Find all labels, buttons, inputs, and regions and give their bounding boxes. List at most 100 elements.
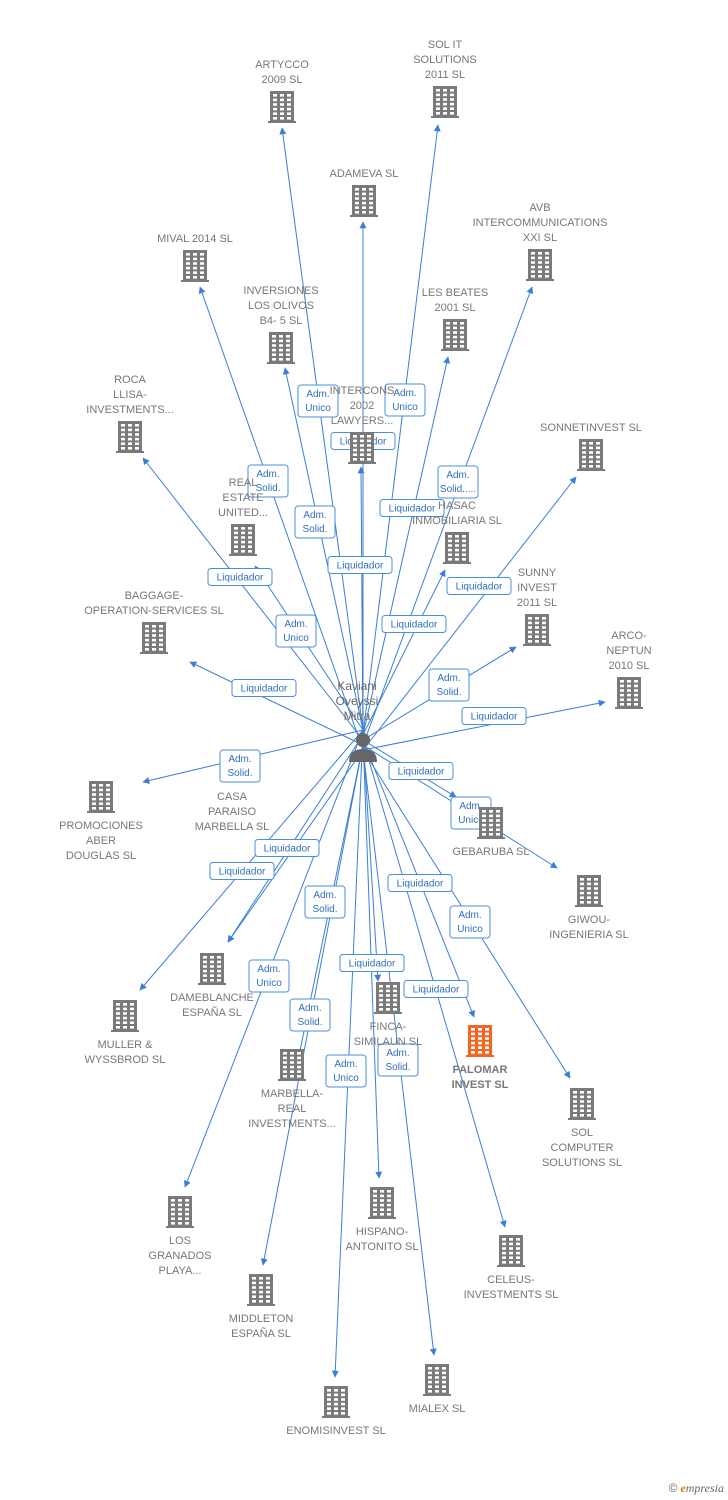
- building-icon: [348, 432, 376, 464]
- company-node-celeus[interactable]: CELEUS-INVESTMENTS SL: [464, 1235, 559, 1301]
- edge-label-text: Adm.: [334, 1059, 357, 1070]
- edge-artycco: [279, 127, 364, 731]
- company-node-adameva[interactable]: ADAMEVA SL: [330, 168, 399, 217]
- company-node-sonnet[interactable]: SONNETINVEST SL: [540, 422, 642, 471]
- company-node-intercons[interactable]: INTERCONS2002LAWYERS...: [330, 385, 395, 464]
- company-label: INMOBILIARIA SL: [412, 515, 502, 527]
- company-node-baggage[interactable]: BAGGAGE-OPERATION-SERVICES SL: [84, 590, 224, 654]
- edge-label-marbellareal[interactable]: Adm.Solid.: [289, 998, 331, 1032]
- edge-label-enomis[interactable]: Adm. Unico: [325, 1054, 367, 1088]
- company-node-marbellareal[interactable]: MARBELLA-REALINVESTMENTS...: [248, 1049, 336, 1130]
- edge-label-hispano[interactable]: Liquidador: [339, 954, 405, 972]
- edge-label-palomar[interactable]: Liquidador: [403, 980, 469, 998]
- company-label: LOS OLIVOS: [248, 300, 314, 312]
- company-label: AVB: [529, 202, 550, 214]
- edge-lesbeates: [362, 356, 451, 736]
- building-icon: [278, 1049, 306, 1081]
- edge-label-solcomputer[interactable]: Adm.Unico: [449, 905, 491, 939]
- edge-label-middleton[interactable]: Adm.Solid.: [304, 885, 346, 919]
- person-name: Oveyssi: [336, 694, 379, 708]
- company-label: DOUGLAS SL: [66, 850, 136, 862]
- edge-label-sunny[interactable]: Adm.Solid.: [428, 668, 470, 702]
- empresia-watermark[interactable]: ©empresia: [669, 1481, 724, 1496]
- company-node-gebaruba[interactable]: GEBARUBA SL: [452, 807, 530, 858]
- edge-label-hasac[interactable]: Liquidador: [381, 615, 447, 633]
- edge-label-lesbeates[interactable]: Liquidador: [379, 499, 445, 517]
- edge-label-mival[interactable]: Adm.Solid.: [247, 464, 289, 498]
- edge-label-casaparaiso[interactable]: Liquidador: [254, 839, 320, 857]
- edge-label-text: Solid.: [297, 1017, 322, 1028]
- company-label: INVERSIONES: [243, 285, 318, 297]
- company-node-mival[interactable]: MIVAL 2014 SL: [157, 233, 233, 282]
- edge-label-muller[interactable]: Liquidador: [209, 862, 275, 880]
- company-node-roca[interactable]: ROCALLISA-INVESTMENTS...: [86, 374, 174, 453]
- company-label: INVEST: [517, 582, 557, 594]
- edge-label-mialex[interactable]: Adm.Solid.: [377, 1043, 419, 1077]
- building-icon: [166, 1196, 194, 1228]
- edge-label-promociones[interactable]: Adm.Solid.: [219, 749, 261, 783]
- company-node-giwou[interactable]: GIWOU-INGENIERIA SL: [549, 875, 629, 941]
- edge-label-solit[interactable]: Adm.Unico: [384, 383, 426, 417]
- edge-label-celeus[interactable]: Liquidador: [387, 874, 453, 892]
- edge-label-text: Liquidador: [349, 959, 396, 970]
- edge-losgranados: [184, 729, 364, 1188]
- company-node-inversiones[interactable]: INVERSIONES LOS OLIVOS B4- 5 SL: [243, 285, 319, 364]
- company-node-enomis[interactable]: ENOMISINVEST SL: [286, 1386, 386, 1437]
- company-node-hispano[interactable]: HISPANO-ANTONITO SL: [346, 1187, 419, 1253]
- edge-label-intercons[interactable]: Liquidador: [327, 556, 393, 574]
- edge-label-losgranados[interactable]: Adm.Unico: [248, 959, 290, 993]
- company-label: MIDDLETON: [229, 1313, 294, 1325]
- edge-label-artycco[interactable]: Adm.Unico: [297, 384, 339, 418]
- company-label: REAL: [278, 1103, 307, 1115]
- edge-label-text: Unico: [305, 403, 331, 414]
- edge-label-text: Liquidador: [391, 620, 438, 631]
- edge-label-inversiones[interactable]: Adm.Solid.: [294, 505, 336, 539]
- company-node-finca[interactable]: FINCA-SIMILAUN SL: [354, 982, 422, 1048]
- company-label: ARTYCCO: [255, 59, 309, 71]
- person-icon: [349, 733, 377, 762]
- company-node-muller[interactable]: MULLER &WYSSBROD SL: [85, 1000, 166, 1066]
- company-node-losgranados[interactable]: LOSGRANADOSPLAYA...: [149, 1196, 212, 1277]
- company-label: SOL: [571, 1127, 593, 1139]
- edge-hasac: [362, 569, 446, 736]
- company-label: 2011 SL: [425, 69, 465, 81]
- company-label: MARBELLA SL: [195, 821, 270, 833]
- company-label: ESPAÑA SL: [182, 1006, 242, 1019]
- edge-label-baggage[interactable]: Liquidador: [231, 679, 297, 697]
- company-label: MULLER &: [97, 1039, 153, 1051]
- edge-label-gebaruba[interactable]: Liquidador: [388, 762, 454, 780]
- edge-label-text: Solid.: [312, 904, 337, 915]
- company-node-mialex[interactable]: MIALEX SL: [409, 1364, 466, 1415]
- company-label: MARBELLA-: [261, 1088, 324, 1100]
- company-label: SOLUTIONS: [413, 54, 477, 66]
- edge-label-realestate[interactable]: Adm.Unico: [275, 614, 317, 648]
- edge-label-text: Unico: [458, 815, 484, 826]
- edge-label-text: Unico: [392, 402, 418, 413]
- edge-label-roca[interactable]: Liquidador: [207, 568, 273, 586]
- edge-label-text: Unico: [333, 1073, 359, 1084]
- building-icon: [181, 250, 209, 282]
- company-label: B4- 5 SL: [260, 315, 303, 327]
- edge-label-sonnet[interactable]: Liquidador: [446, 577, 512, 595]
- edge-label-arco[interactable]: Liquidador: [461, 707, 527, 725]
- company-node-realestate[interactable]: REALESTATEUNITED...: [218, 477, 268, 556]
- company-label: LES BEATES: [422, 287, 488, 299]
- edge-inversiones: [282, 367, 364, 731]
- edge-label-text: Adm.: [386, 1048, 409, 1059]
- edge-label-avb[interactable]: Adm.Solid.....: [437, 465, 479, 499]
